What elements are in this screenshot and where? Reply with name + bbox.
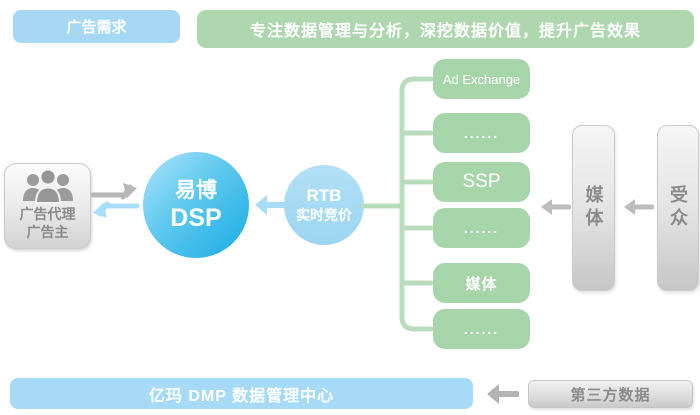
dmp-bar-label: 亿玛 DMP 数据管理中心: [148, 387, 335, 405]
advertiser-box: 广告代理 广告主: [4, 163, 91, 249]
rtb-line2: 实时竞价: [296, 207, 352, 223]
arrow-left-blue-icon: [88, 200, 140, 220]
node-ad-exchange: Ad Exchange: [433, 59, 530, 99]
rtb-node: RTB 实时竞价: [284, 165, 364, 245]
node-label: Ad Exchange: [442, 71, 521, 87]
arrow-left-gray-icon: [483, 382, 519, 406]
arrow-left-gray-icon: [620, 197, 654, 217]
node-dots-1: ......: [433, 113, 530, 153]
advertiser-line1: 广告代理: [19, 206, 76, 222]
third-party-label: 第三方数据: [570, 386, 651, 404]
connector-bracket: [360, 60, 435, 345]
dmp-bar: 亿玛 DMP 数据管理中心: [10, 378, 473, 409]
node-label: ......: [463, 321, 500, 337]
node-ssp: SSP: [433, 162, 530, 202]
arrow-left-gray-icon: [537, 197, 571, 217]
arrow-left-blue-icon: [250, 192, 288, 218]
slogan-label: 专注数据管理与分析，深挖数据价值，提升广告效果: [249, 23, 641, 40]
people-group-icon: [19, 169, 77, 205]
third-party-badge: 第三方数据: [528, 380, 693, 408]
node-label: SSP: [462, 171, 501, 192]
dsp-node: 易博 DSP: [143, 152, 249, 258]
node-label: ......: [463, 220, 500, 236]
dsp-line1: 易博: [175, 179, 217, 202]
media-bar: 媒体: [572, 125, 615, 291]
node-dots-3: ......: [433, 309, 530, 349]
node-label: 媒体: [465, 275, 498, 293]
slogan-banner: 专注数据管理与分析，深挖数据价值，提升广告效果: [197, 10, 694, 48]
node-media: 媒体: [433, 263, 530, 303]
arrow-right-gray-icon: [90, 181, 142, 203]
advertiser-line2: 广告主: [26, 224, 69, 240]
rtb-line1: RTB: [306, 186, 342, 205]
node-label: ......: [463, 125, 500, 141]
audience-bar: 受众: [657, 125, 699, 291]
media-bar-label: 媒体: [583, 185, 604, 231]
dsp-line2: DSP: [170, 204, 222, 232]
audience-bar-label: 受众: [668, 185, 688, 231]
ad-demand-label: 广告需求: [66, 19, 127, 36]
ad-demand-badge: 广告需求: [13, 10, 180, 43]
node-dots-2: ......: [433, 208, 530, 248]
